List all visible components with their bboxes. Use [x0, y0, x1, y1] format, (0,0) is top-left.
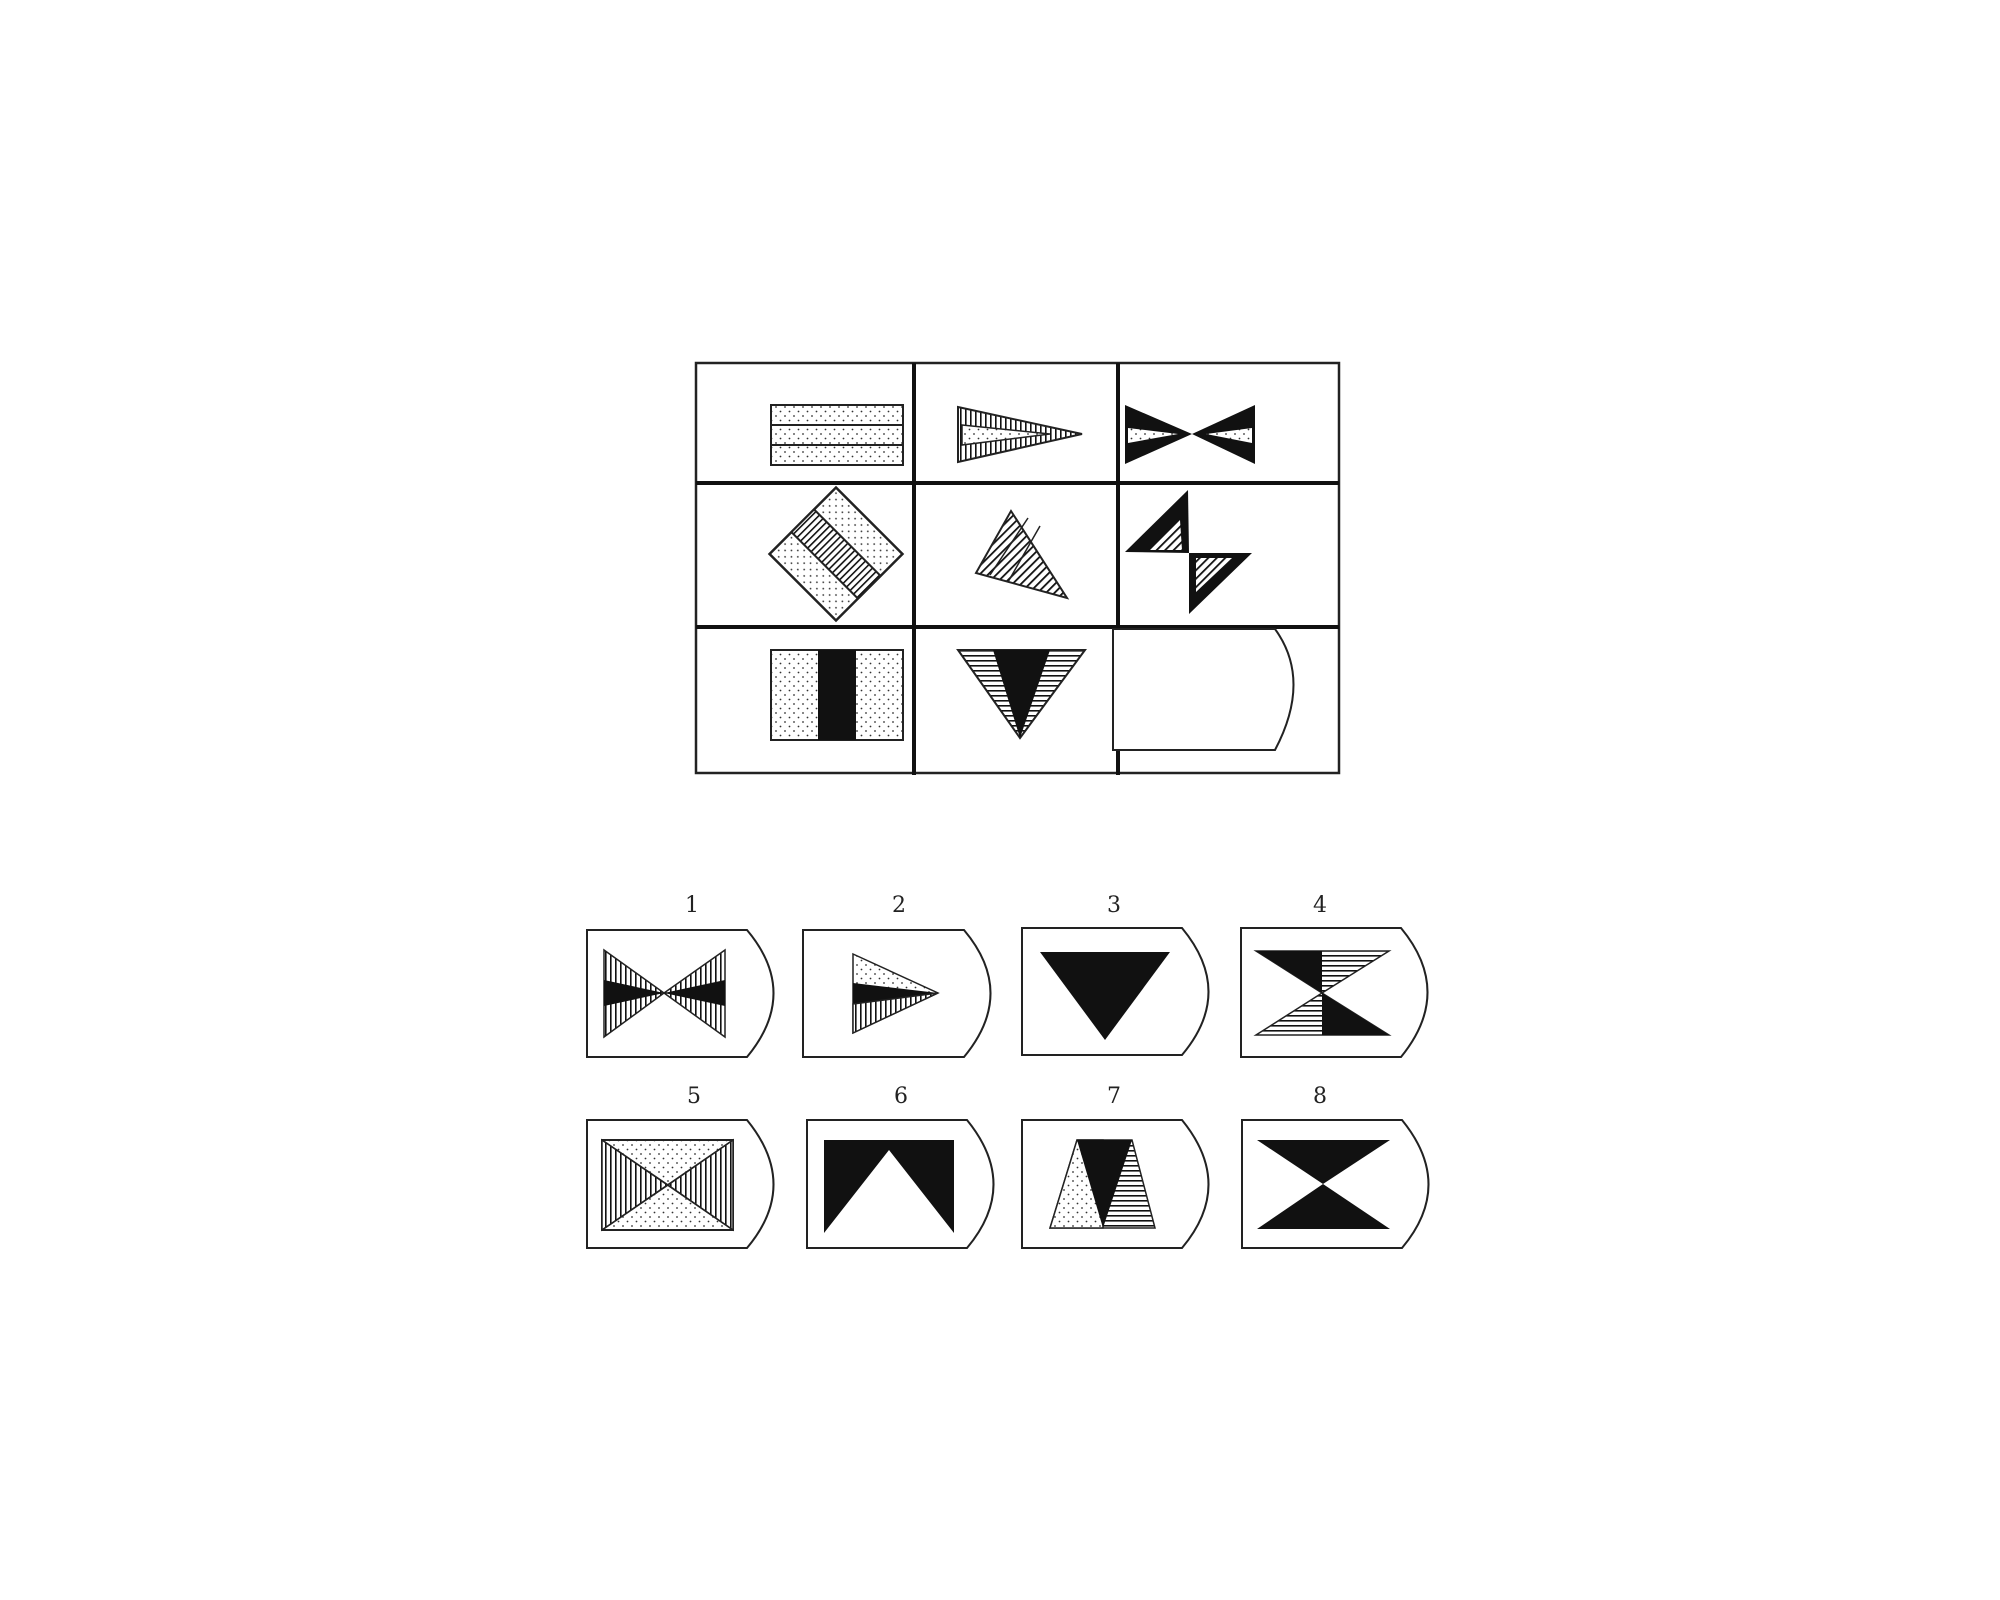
matrix-outer-frame: [694, 361, 1341, 775]
puzzle-matrix: [694, 361, 1341, 775]
option-6[interactable]: 6: [806, 1084, 995, 1249]
cell-r2c2-tilted-triangle: [974, 509, 1070, 600]
option-4[interactable]: 4: [1240, 893, 1429, 1058]
option-number: 7: [1107, 1084, 1121, 1109]
option-3[interactable]: 3: [1021, 893, 1210, 1056]
cell-r1c2-narrow-triangle: [957, 405, 1083, 464]
cell-r3c2-down-triangle: [956, 649, 1087, 740]
option-1[interactable]: 1: [586, 893, 775, 1058]
cell-r1c1-dotted-striped-rectangle: [770, 404, 904, 466]
cell-r2c1-rotated-square: [767, 485, 905, 623]
option-7[interactable]: 7: [1021, 1084, 1210, 1249]
option-number: 1: [685, 893, 699, 918]
option-number: 8: [1313, 1084, 1327, 1109]
missing-answer-placeholder: [1112, 628, 1295, 751]
option-2[interactable]: 2: [802, 893, 992, 1058]
option-number: 4: [1313, 893, 1327, 918]
answer-options: 1 2 3 4: [586, 893, 1430, 1249]
option-8[interactable]: 8: [1241, 1084, 1430, 1249]
cell-r3c1-rectangle-black-stripe: [770, 649, 904, 741]
option-number: 2: [892, 893, 906, 918]
option-number: 5: [687, 1084, 701, 1109]
option-number: 6: [894, 1084, 908, 1109]
option-number: 3: [1107, 893, 1121, 918]
cell-r1c3-bowtie: [1125, 405, 1255, 464]
cell-r2c3-rotated-bowtie: [1125, 490, 1252, 614]
option-5[interactable]: 5: [586, 1084, 775, 1249]
